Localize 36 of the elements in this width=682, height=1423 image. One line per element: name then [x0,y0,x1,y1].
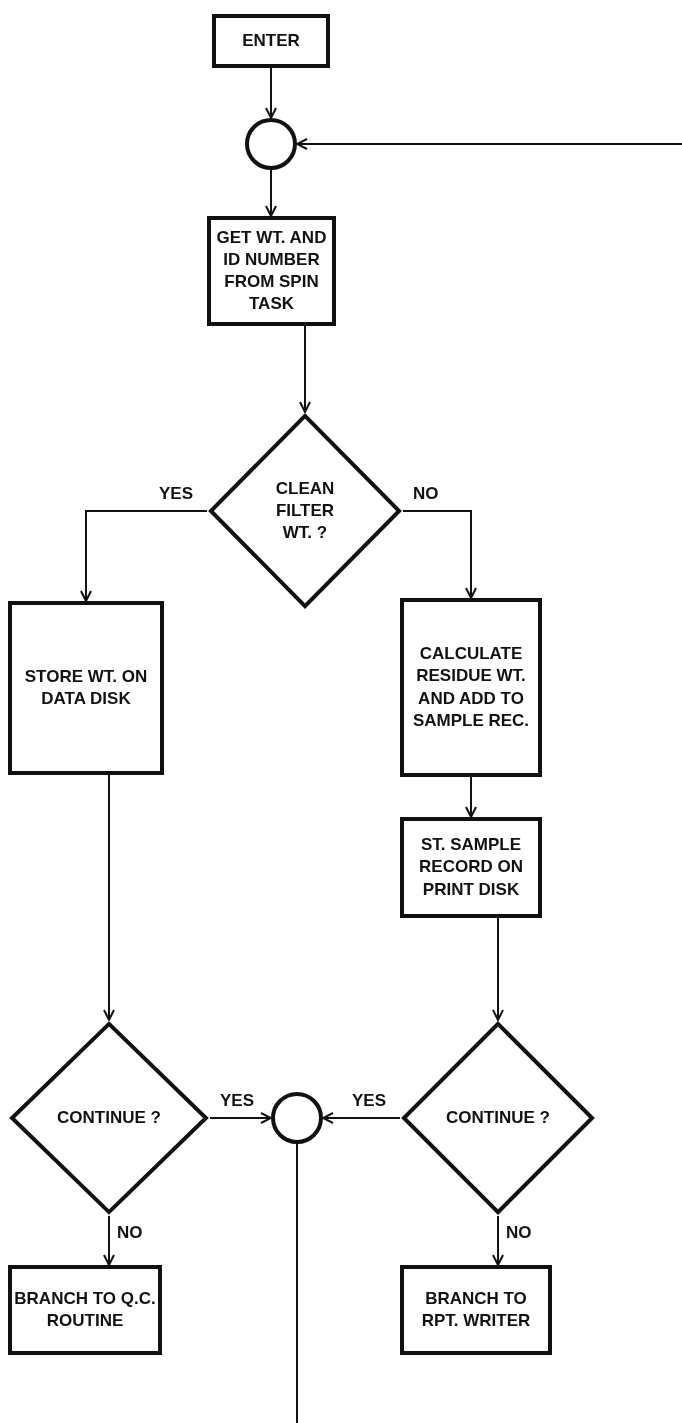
edge-label: NO [504,1224,534,1241]
node-label: GET WT. AND ID NUMBER FROM SPIN TASK [215,226,328,316]
node-label: BRANCH TO RPT. WRITER [420,1287,532,1332]
process-box [207,216,336,326]
arrow [402,510,477,599]
arrow [299,325,311,413]
arrow [265,169,277,217]
node-label: STORE WT. ON DATA DISK [23,665,149,710]
process-box [400,1265,552,1355]
arrow [265,67,277,119]
edge-label: YES [349,1092,388,1109]
arrow [492,1215,504,1266]
process-box [400,817,542,918]
arrow [103,1215,115,1266]
arrow [465,776,477,818]
process-box [400,598,542,777]
node-label: CLEAN FILTER WT. ? [274,477,336,545]
node-label: CONTINUE ? [446,1106,550,1129]
arrow [80,510,208,602]
edge-label: NO [115,1224,145,1241]
arrow [209,1112,272,1124]
arrow [103,774,115,1021]
process-box [8,1265,162,1355]
edge-label: YES [156,485,195,502]
node-label: ST. SAMPLE RECORD ON PRINT DISK [418,834,524,901]
node-label: BRANCH TO Q.C. ROUTINE [14,1287,156,1332]
edge-label: NO [411,485,441,502]
arrow [296,138,682,150]
process-box [212,14,330,68]
node-label: ENTER [242,29,300,52]
edge-label: YES [218,1092,257,1109]
node-label: CALCULATE RESIDUE WT. AND ADD TO SAMPLE REC. [411,643,531,732]
arrow [322,1112,401,1124]
node-label: CONTINUE ? [57,1106,161,1129]
process-box [8,601,164,775]
arrow [492,917,504,1021]
